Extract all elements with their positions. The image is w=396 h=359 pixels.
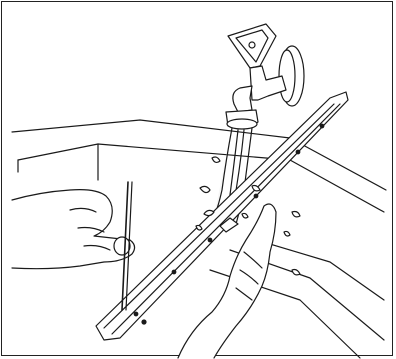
water-tap — [226, 24, 304, 129]
left-hand — [12, 190, 135, 269]
